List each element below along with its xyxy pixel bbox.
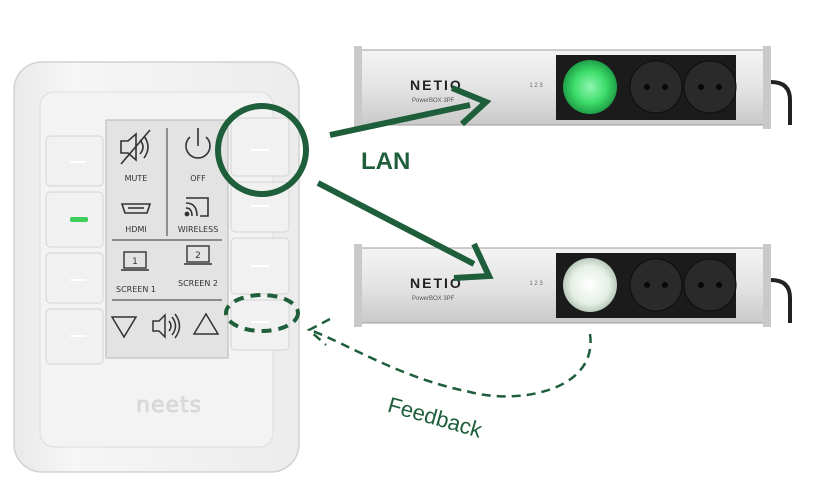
wireless-label: WIRELESS xyxy=(178,225,219,234)
screen-1-icon: 1 xyxy=(121,251,149,271)
led-indicator xyxy=(70,217,88,222)
off-label: OFF xyxy=(190,174,206,183)
mute-label: MUTE xyxy=(125,174,148,183)
volume-down-icon xyxy=(110,316,138,339)
screen-2-icon: 2 xyxy=(184,245,212,265)
netio-powerbox-1: NETIO PowerBOX 3PF 1 2 3 xyxy=(354,46,792,129)
hdmi-label: HDMI xyxy=(125,225,146,234)
screen-2-label: SCREEN 2 xyxy=(178,279,218,288)
lan-arrows xyxy=(316,85,494,281)
netio-ports-2: 1 2 3 xyxy=(529,281,543,287)
power-icon xyxy=(185,128,211,159)
left-key-3[interactable] xyxy=(45,252,104,304)
feedback-key-highlight xyxy=(224,293,300,333)
screen-1-number: 1 xyxy=(132,257,138,267)
mute-icon xyxy=(120,129,151,165)
neets-logo: neets xyxy=(136,393,202,418)
netio-brand-1: NETIO xyxy=(410,77,463,93)
netio-powerbox-2: NETIO PowerBOX 3PF 1 2 3 xyxy=(354,244,792,327)
feedback-arrow xyxy=(306,317,592,398)
speaker-icon xyxy=(152,313,181,339)
socket-1-led xyxy=(563,60,617,114)
right-key-1[interactable] xyxy=(230,117,290,177)
volume-up-icon xyxy=(192,312,220,335)
screen-1-label: SCREEN 1 xyxy=(116,285,156,294)
screen-2-number: 2 xyxy=(195,251,201,261)
netio-ports-1: 1 2 3 xyxy=(529,83,543,89)
netio-model-2: PowerBOX 3PF xyxy=(412,296,455,302)
netio-model-1: PowerBOX 3PF xyxy=(412,98,455,104)
neets-keypad: MUTE OFF HDMI WIRELESS 1 SCREEN 1 xyxy=(13,61,300,473)
right-key-4[interactable] xyxy=(230,299,290,351)
netio-brand-2: NETIO xyxy=(410,275,463,291)
hdmi-icon xyxy=(120,203,152,214)
cast-icon xyxy=(184,197,209,217)
lan-key-highlight xyxy=(215,103,309,197)
socket-2-led xyxy=(563,258,617,312)
lan-label: LAN xyxy=(361,148,411,175)
